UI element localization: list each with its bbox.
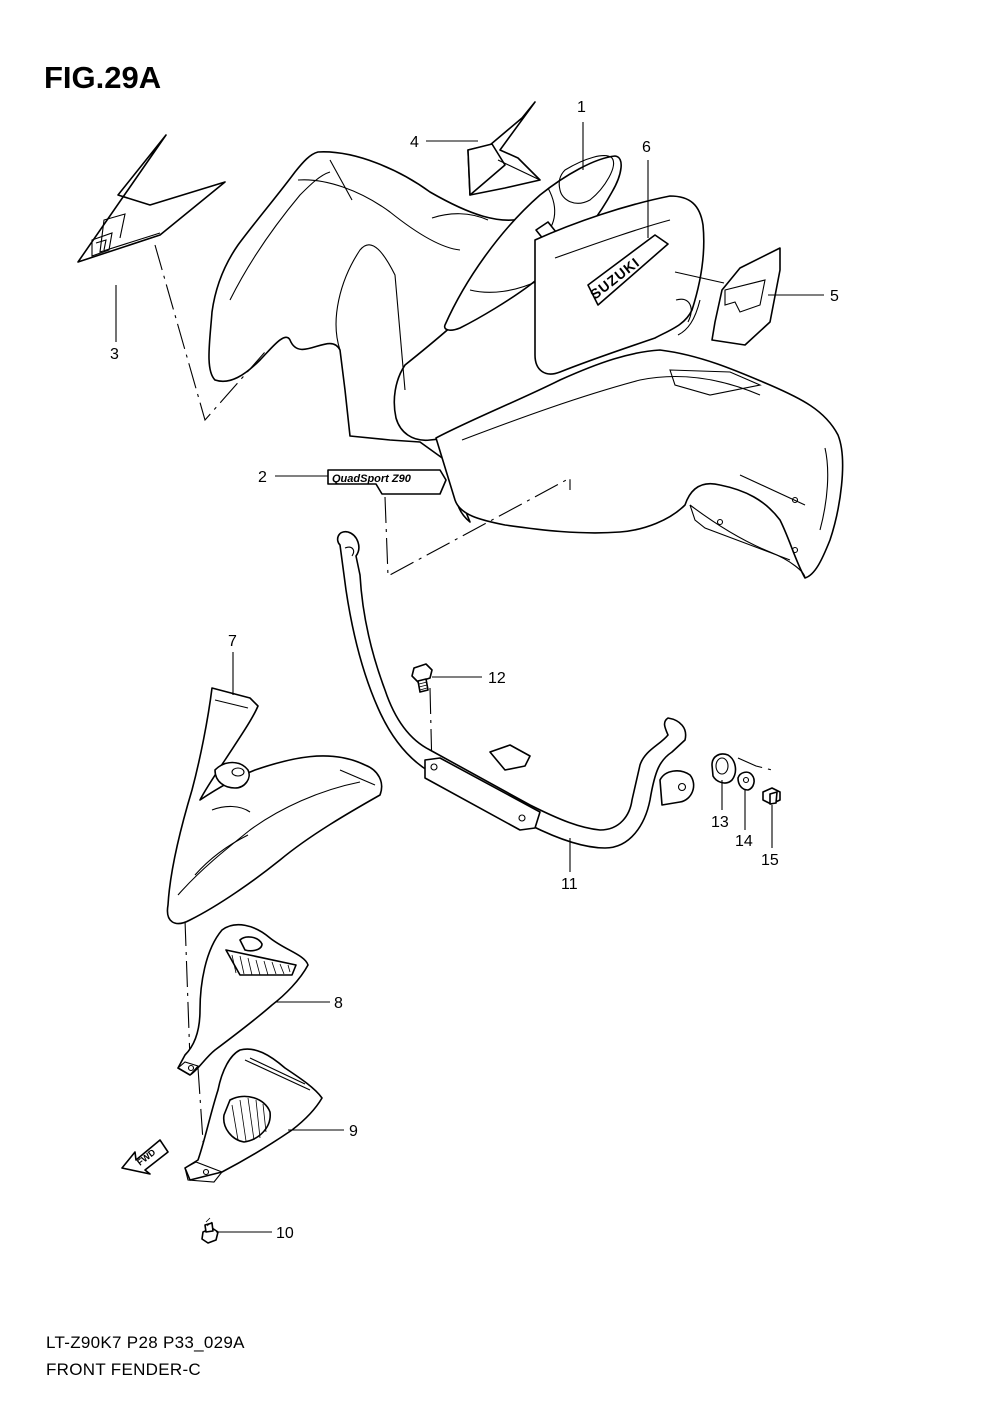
model-script-text: QuadSport Z90 (332, 473, 412, 485)
inner-cover-upper-part (177, 923, 309, 1076)
callout-11: 11 (561, 876, 578, 893)
inner-cover-lower-part (184, 1048, 323, 1183)
upper-left-decal-part (467, 101, 541, 196)
diagram-model-code: LT-Z90K7 P28 P33_029A (46, 1333, 245, 1352)
figure-title: FIG.29A (44, 60, 162, 95)
callout-4: 4 (410, 134, 419, 151)
fender-brace-part (336, 530, 695, 849)
callout-2: 2 (258, 469, 267, 486)
front-fender-part: SUZUKI (208, 151, 844, 579)
callout-5: 5 (830, 288, 839, 305)
assembly-guide-lines (154, 244, 773, 1171)
diagram-section-name: FRONT FENDER-C (46, 1360, 201, 1379)
callout-14: 14 (735, 833, 753, 850)
callout-9: 9 (349, 1123, 358, 1140)
callout-numbers: 1 2 3 4 5 6 7 8 9 10 11 12 13 14 15 (110, 99, 839, 1242)
callout-13: 13 (711, 814, 729, 831)
callout-1: 1 (577, 99, 586, 116)
front-cover-part (166, 687, 383, 925)
left-side-decal-part (77, 134, 226, 263)
callout-8: 8 (334, 995, 343, 1012)
right-side-decal-part (711, 247, 781, 346)
callout-15: 15 (761, 852, 779, 869)
callout-12: 12 (488, 670, 506, 687)
callout-10: 10 (276, 1225, 294, 1242)
model-emblem-decal-part: QuadSport Z90 (327, 469, 447, 495)
brace-bolt-part (411, 663, 433, 693)
forward-direction-arrow: FWD (121, 1139, 169, 1175)
callout-3: 3 (110, 346, 119, 363)
cover-screw-part (201, 1217, 219, 1244)
mounting-hardware-part (711, 753, 781, 805)
callout-6: 6 (642, 139, 651, 156)
callout-7: 7 (228, 633, 237, 650)
leader-lines (115, 122, 824, 1233)
